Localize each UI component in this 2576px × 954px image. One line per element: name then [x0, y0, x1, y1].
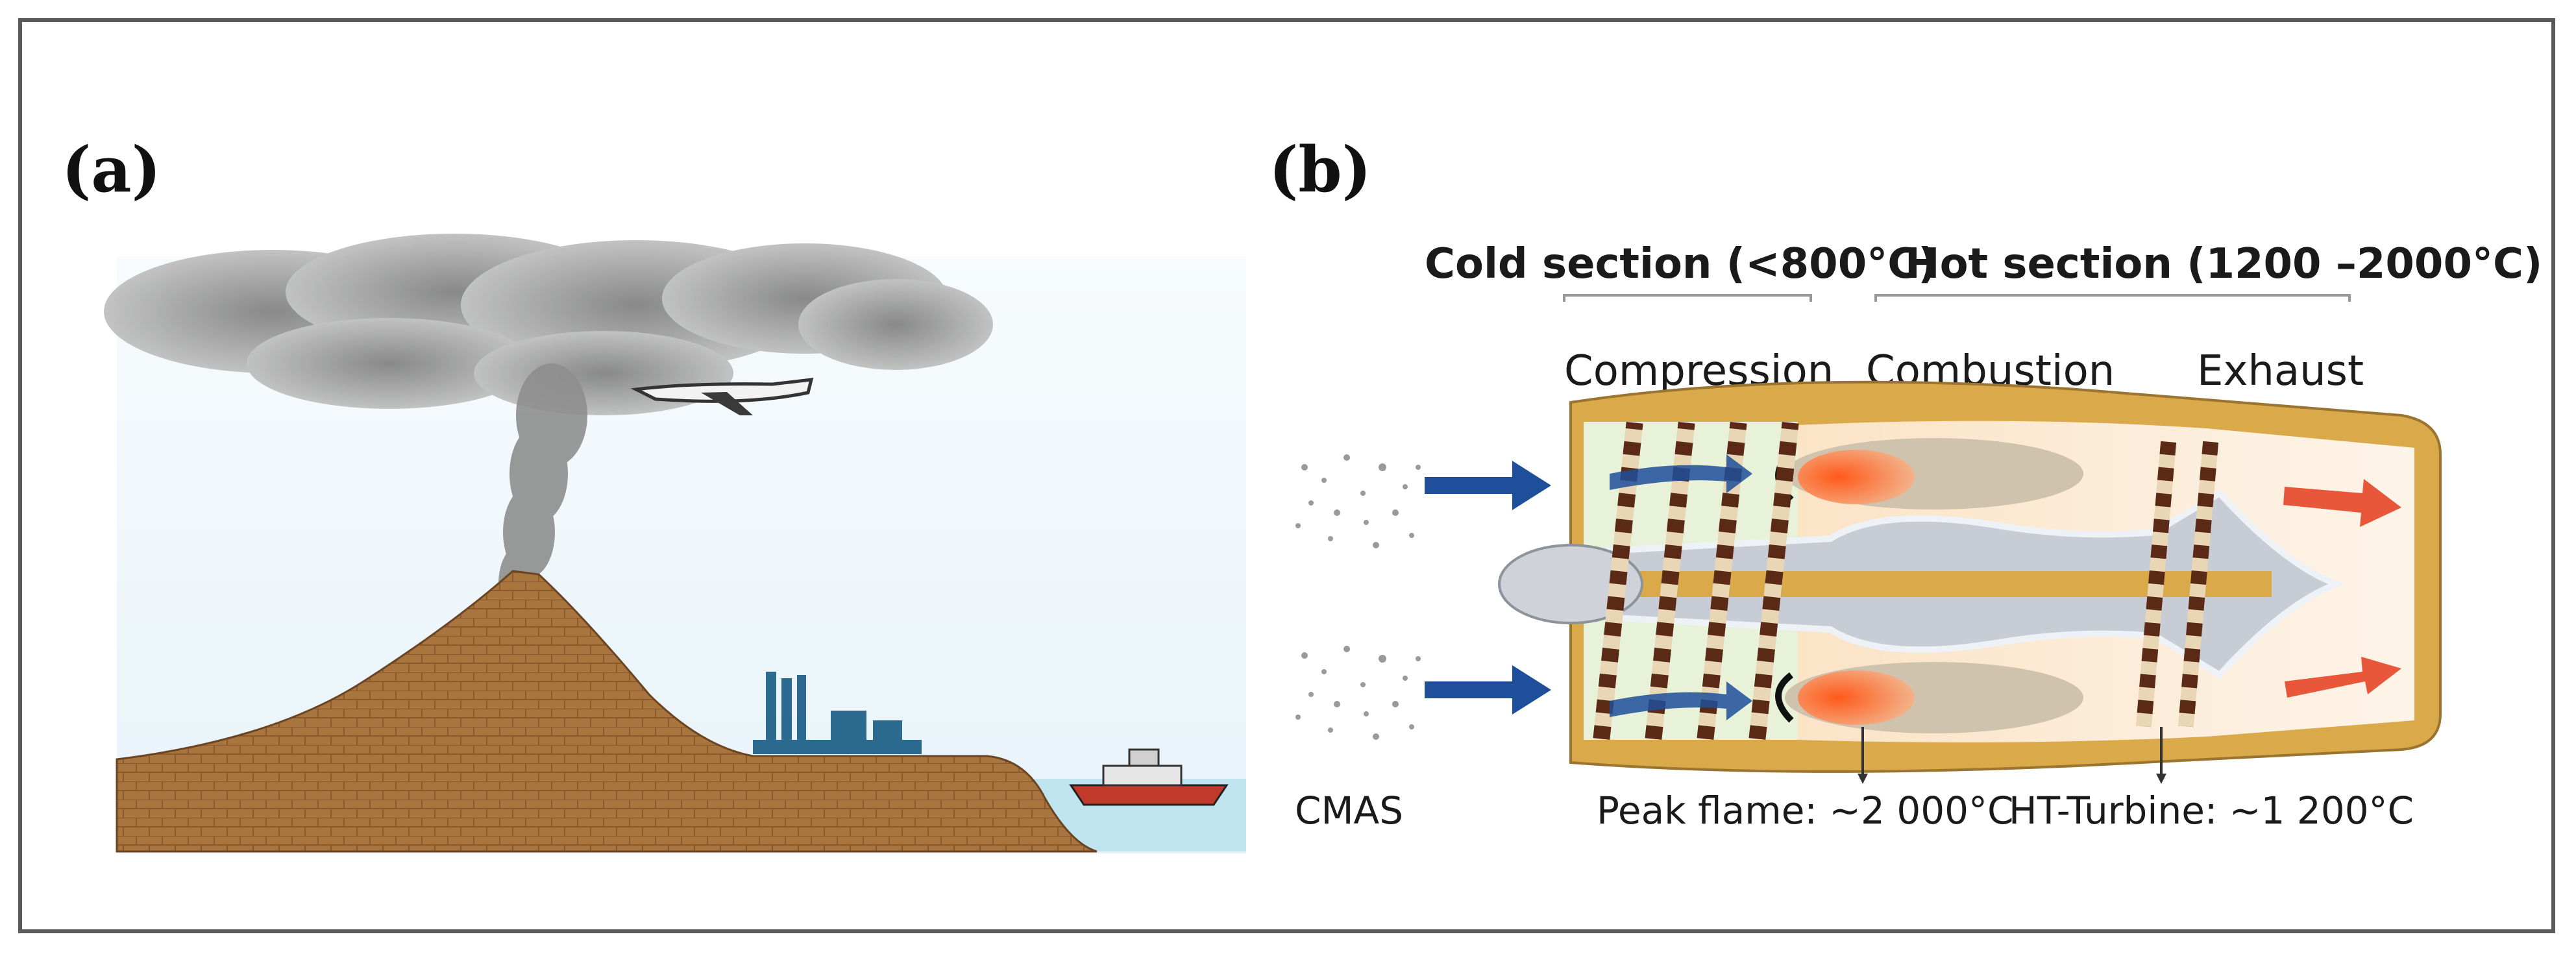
flame-bottom — [1798, 670, 1915, 725]
cold-section-label: Cold section (<800°C) — [1425, 240, 1937, 288]
fuel-injector-bottom — [1775, 672, 1794, 723]
exhaust-arrows — [2283, 479, 2401, 698]
panel-b-label: (b) — [1269, 133, 1371, 206]
cold-section-bracket — [1563, 294, 1812, 302]
panel-a-label: (a) — [62, 133, 162, 206]
internal-flow-arrows — [1610, 454, 1752, 720]
turbine-blades — [2135, 441, 2219, 728]
flame-top — [1798, 450, 1915, 504]
airplane-icon — [630, 378, 814, 415]
factory-icon — [753, 672, 922, 754]
compressor-blades — [1593, 421, 1799, 740]
peak-flame-label: Peak flame: ~2 000°C — [1597, 789, 2014, 833]
cmas-particles-bottom — [1295, 646, 1421, 740]
ship-icon — [1069, 748, 1229, 806]
shaft-center — [1590, 571, 2272, 597]
stage-exhaust-label: Exhaust — [2197, 347, 2364, 395]
hot-section-bracket — [1874, 294, 2351, 302]
nose-cone — [1498, 544, 1643, 624]
volcano-ground — [116, 570, 1098, 853]
smoke-plume — [498, 363, 587, 623]
hot-section-label: Hot section (1200 –2000°C) — [1905, 240, 2543, 288]
inlet-arrows — [1425, 461, 1551, 715]
cmas-particles-top — [1295, 454, 1421, 548]
turbine-temp-label: HT-Turbine: ~1 200°C — [2009, 789, 2414, 833]
cmas-label: CMAS — [1295, 789, 1404, 833]
